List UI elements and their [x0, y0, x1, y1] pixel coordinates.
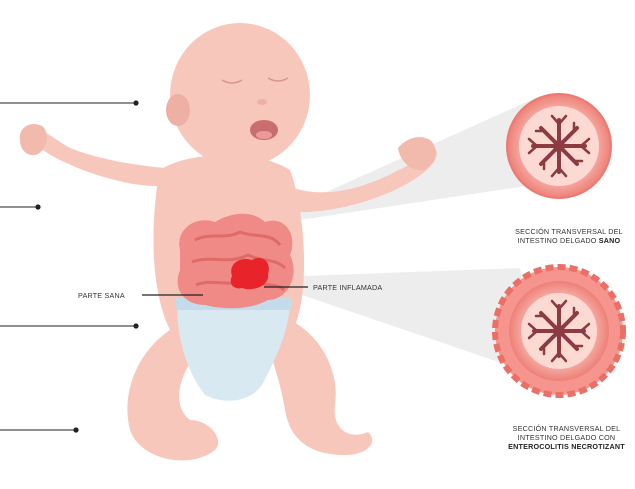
intestine — [178, 214, 294, 309]
healthy-caption-line2-text: INTESTINO DELGADO — [518, 236, 599, 245]
nec-caption-line2: INTESTINO DELGADO CON — [500, 433, 633, 442]
leader-dot-1 — [133, 100, 138, 105]
leader-dot-4 — [73, 427, 78, 432]
nec-cross-section — [495, 267, 623, 395]
left-arm — [30, 129, 168, 186]
healthy-caption-bold: SANO — [599, 236, 621, 245]
ear — [166, 94, 190, 126]
baby — [20, 23, 437, 460]
tongue — [256, 131, 272, 139]
inflamed-segment — [231, 258, 269, 289]
healthy-part-label: PARTE SANA — [78, 291, 125, 300]
nec-caption-bold: ENTEROCOLITIS NECROTIZANT — [508, 442, 625, 451]
inflamed-part-label: PARTE INFLAMADA — [313, 283, 382, 292]
left-hand — [20, 124, 47, 155]
nec-caption: SECCIÓN TRANSVERSAL DEL INTESTINO DELGAD… — [500, 424, 633, 451]
healthy-caption: SECCIÓN TRANSVERSAL DEL INTESTINO DELGAD… — [505, 227, 633, 245]
nose — [257, 99, 267, 105]
healthy-caption-line1: SECCIÓN TRANSVERSAL DEL — [505, 227, 633, 236]
head — [170, 23, 310, 167]
diaper — [177, 300, 290, 401]
leader-dot-2 — [35, 204, 40, 209]
leader-dot-3 — [133, 323, 138, 328]
healthy-cross-section — [507, 94, 611, 198]
nec-caption-line1: SECCIÓN TRANSVERSAL DEL — [500, 424, 633, 433]
healthy-caption-line2: INTESTINO DELGADO SANO — [505, 236, 633, 245]
